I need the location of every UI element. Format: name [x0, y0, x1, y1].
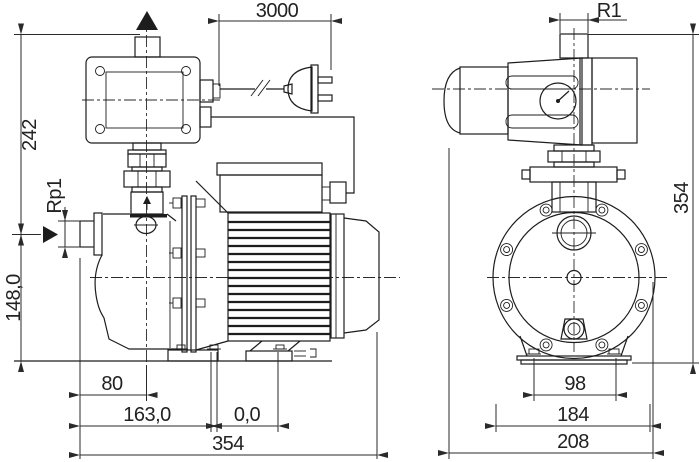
dim-label-overall-width: 208 [557, 431, 589, 453]
flange-bolt [169, 297, 206, 309]
dim-label-foot-rear: 0,0 [234, 404, 261, 426]
flange-bolt [169, 197, 206, 209]
side-base [516, 335, 632, 365]
dim-label-suction-thread: Rp1 [44, 178, 66, 214]
foot-slot [273, 344, 287, 350]
plug-pin [317, 94, 333, 102]
pump-casing [79, 212, 183, 350]
dim-label-height-to-top: 242 [19, 119, 41, 151]
pressure-control-box [85, 36, 221, 144]
flange-bolt [169, 247, 206, 259]
dim-label-suction-to-discharge: 80 [101, 373, 123, 395]
pressure-gauge [539, 82, 577, 120]
fan-cover [330, 213, 380, 339]
cable-break-icon [250, 79, 264, 97]
dim-height-to-top: 242 [12, 23, 140, 246]
dim-flange-diameter: 184 [485, 404, 661, 432]
drain-boss [560, 318, 588, 340]
dim-label-flange-diameter: 184 [557, 404, 589, 426]
side-view: R1 354 98 184 208 [432, 0, 699, 459]
rear-foot-pad [245, 350, 293, 362]
drain-port [563, 318, 585, 340]
foot-slot [207, 344, 221, 350]
mains-plug-icon [287, 66, 313, 112]
pump-housing-front [492, 195, 656, 360]
front-view: 3000 242 148,0 Rp1 80 [3, 0, 400, 459]
dim-label-overall-height: 354 [671, 182, 693, 214]
motor-dome [443, 67, 461, 134]
dim-label-foot-front: 163,0 [123, 404, 171, 426]
dim-overall-width: 208 [438, 148, 664, 459]
terminal-box [216, 162, 347, 213]
dim-foot-rear: 0,0 [206, 352, 289, 432]
dim-foot-front: 163,0 [69, 352, 222, 432]
dim-suction-height: 148,0 [3, 223, 25, 372]
dim-label-base-slots: 98 [564, 373, 586, 395]
dim-label-overall-length: 354 [212, 433, 244, 455]
cable-gland-upper [199, 79, 214, 103]
dim-overall-length: 354 [69, 332, 388, 459]
plug-pin [317, 76, 333, 84]
base-slot [607, 348, 621, 355]
motor-cable [211, 116, 355, 194]
suction-flange [93, 212, 103, 256]
dim-base-slots: 98 [523, 358, 627, 401]
pressure-switch [443, 57, 638, 146]
dim-overall-height: 354 [588, 23, 699, 374]
flow-out-arrow-icon [136, 11, 158, 30]
shaft-center [566, 269, 582, 286]
discharge-fittings [123, 142, 171, 218]
dim-suction-thread: Rp1 [44, 178, 94, 258]
foot-slot [174, 344, 188, 350]
dim-suction-to-discharge: 80 [69, 258, 158, 459]
dim-discharge-thread: R1 [549, 0, 627, 33]
flow-up-small-arrow-icon [143, 196, 151, 204]
gauge-needle [557, 90, 570, 102]
dim-cable-length: 3000 [208, 0, 342, 86]
dim-label-suction-height: 148,0 [3, 274, 25, 322]
casing-flange [169, 180, 229, 353]
cable-gland-lower [199, 106, 212, 128]
base-slot [527, 348, 541, 355]
motor [227, 212, 331, 342]
side-fittings [521, 144, 626, 213]
flange-bolt-holes [500, 203, 648, 352]
mounting-feet [14, 340, 332, 362]
power-cable [220, 64, 333, 114]
dim-label-cable-length: 3000 [256, 0, 299, 22]
motor-cable-gland [329, 181, 347, 204]
dim-label-discharge-thread: R1 [597, 0, 622, 22]
